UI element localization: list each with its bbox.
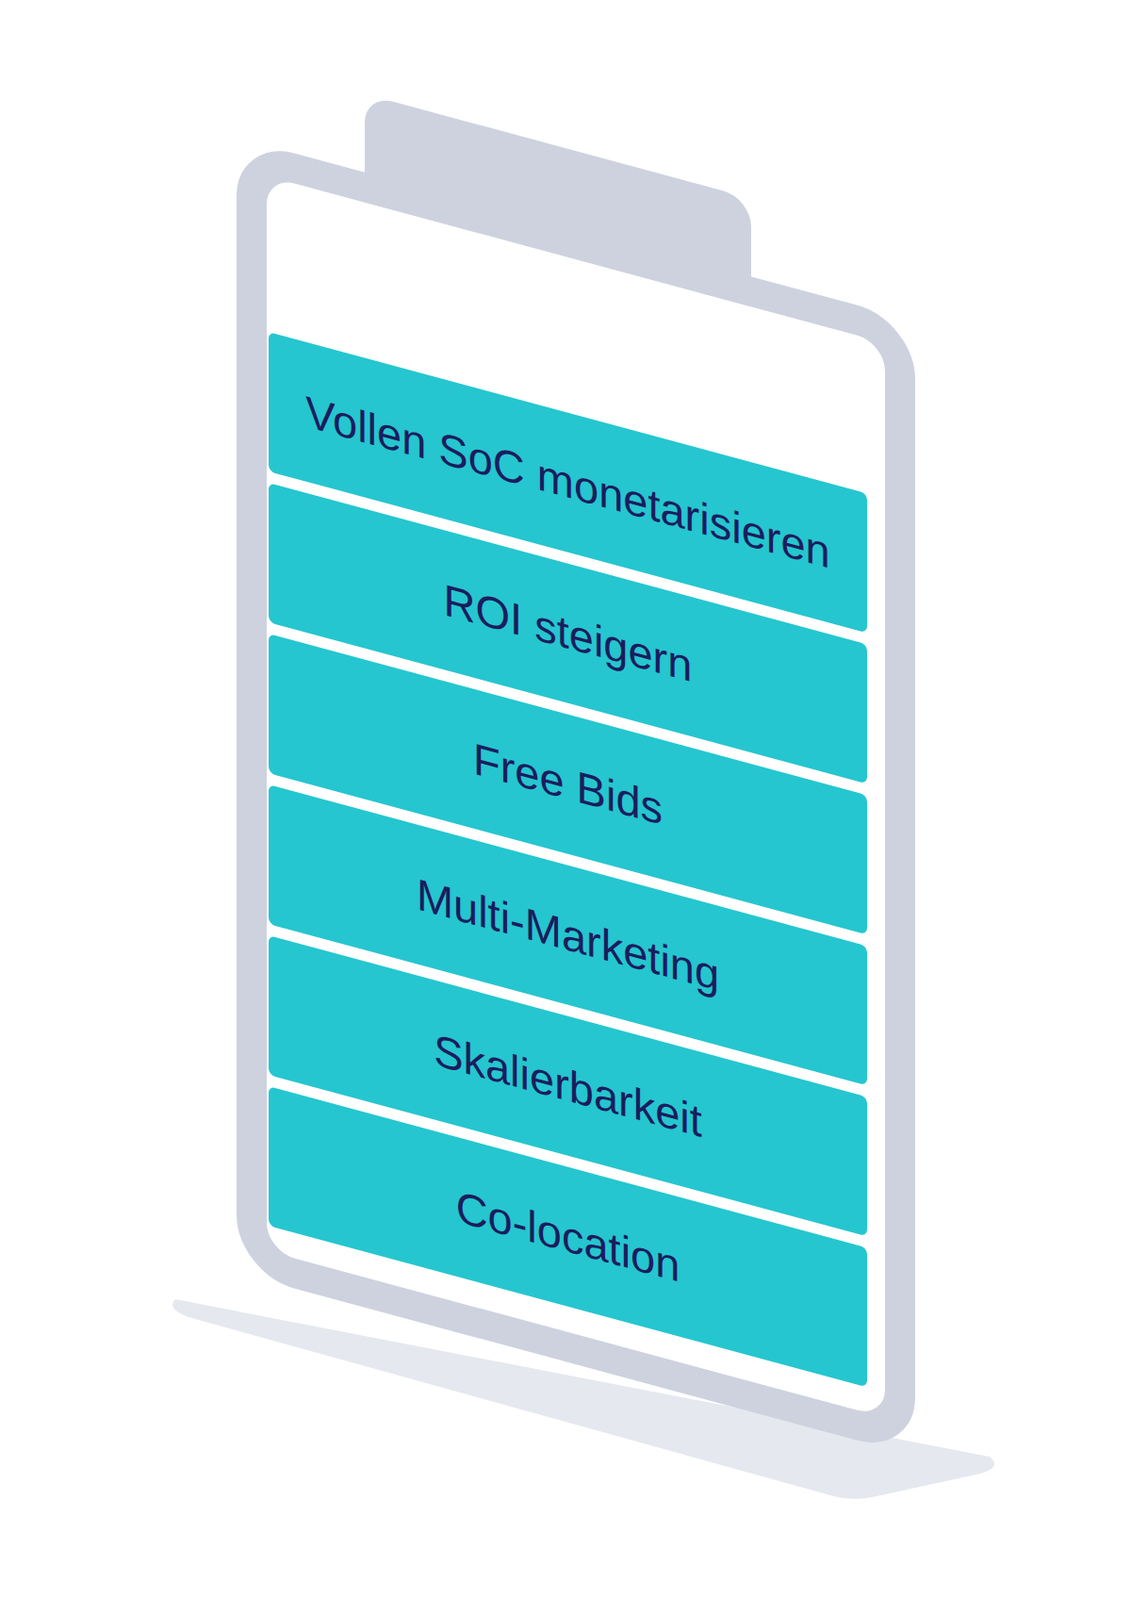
band-label: Multi-Marketing: [416, 868, 720, 1000]
band-label: ROI steigern: [443, 574, 693, 691]
band-label: Free Bids: [473, 734, 663, 835]
band-label: Skalierbarkeit: [433, 1024, 703, 1147]
battery-body: [251, 156, 901, 1437]
band-label: Co-location: [456, 1181, 681, 1292]
